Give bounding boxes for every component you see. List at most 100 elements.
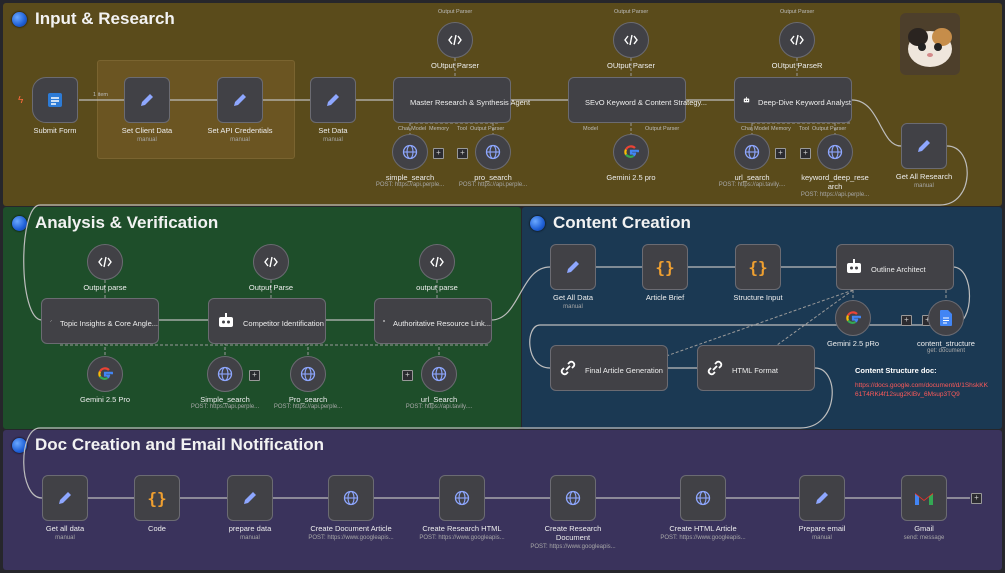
set-data-node[interactable]: Set Data manual: [310, 77, 356, 143]
get-all-research-node[interactable]: Get All Research manual: [896, 123, 952, 189]
code-icon: [264, 256, 278, 268]
node-sublabel: POST: https://www.googleapis...: [530, 544, 616, 550]
port-tag-chat-model: Chat Model: [741, 126, 770, 132]
add-memory-button[interactable]: +: [901, 315, 912, 326]
output-parser-node-1[interactable]: OUtput Parser: [431, 22, 479, 70]
node-label: Create Research HTML: [422, 524, 502, 533]
node-sublabel: POST: https://api.tavily....: [718, 182, 786, 188]
sevo-keyword-node[interactable]: SEvO Keyword & Content Strategy...: [568, 77, 707, 123]
link-icon: [707, 360, 723, 376]
url-search-node[interactable]: url_search POST: https://api.tavily....: [719, 134, 785, 188]
add-node-button[interactable]: +: [971, 493, 982, 504]
node-sublabel: manual: [55, 535, 75, 541]
simple-search-node[interactable]: simple_search POST: https://api.perple..…: [376, 134, 444, 188]
node-label: Outline Architect: [871, 264, 926, 274]
topic-insights-node[interactable]: Topic Insights & Core Angle...: [41, 298, 159, 344]
node-label: Code: [148, 524, 166, 533]
node-sublabel: manual: [812, 535, 832, 541]
create-document-article-node[interactable]: Create Document Article POST: https://ww…: [308, 475, 394, 541]
get-all-data-node[interactable]: Get All Data manual: [550, 244, 596, 310]
gemini-pro-node-2[interactable]: Gemini 2.5 pRo: [827, 300, 879, 348]
section-dot-icon: [12, 437, 27, 453]
node-label: Get all data: [45, 524, 85, 533]
node-label: keyword_deep_rese arch: [801, 173, 869, 191]
add-tool-button[interactable]: +: [800, 148, 811, 159]
node-label: Prepare email: [798, 524, 846, 533]
html-format-node[interactable]: HTML Format: [697, 345, 815, 391]
keyword-deep-research-node[interactable]: keyword_deep_rese arch POST: https://api…: [801, 134, 869, 198]
node-label: Create Research Document: [544, 524, 602, 542]
structure-input-node[interactable]: {} Structure Input: [733, 244, 783, 302]
node-label: SEvO Keyword & Content Strategy...: [585, 97, 707, 107]
port-tag: Output Parser: [780, 9, 815, 15]
pro-search-node-2[interactable]: Pro_search POST: https://api.perple...: [274, 356, 342, 410]
article-brief-node[interactable]: {} Article Brief: [642, 244, 688, 302]
submit-form-node[interactable]: Submit Form: [32, 77, 78, 135]
set-api-credentials-node[interactable]: Set API Credentials manual: [207, 77, 273, 143]
pencil-icon: [141, 94, 153, 106]
create-research-html-node[interactable]: Create Research HTML POST: https://www.g…: [419, 475, 505, 541]
competitor-identification-node[interactable]: Competitor Identification: [208, 298, 326, 344]
gmail-node[interactable]: Gmail send: message: [901, 475, 947, 541]
output-parser-node-2[interactable]: OUtput Parser: [607, 22, 655, 70]
google-docs-icon: [940, 310, 952, 326]
final-article-generation-node[interactable]: Final Article Generation: [550, 345, 668, 391]
code-icon: [448, 34, 462, 46]
pro-search-node[interactable]: pro_search POST: https://api.perple...: [459, 134, 527, 188]
add-tool-button[interactable]: +: [249, 370, 260, 381]
node-label: Gmail: [914, 524, 934, 533]
prepare-email-node[interactable]: Prepare email manual: [799, 475, 845, 541]
authoritative-resource-node[interactable]: Authoritative Resource Link...: [374, 298, 492, 344]
simple-search-node-2[interactable]: Simple_search POST: https://api.perple..…: [191, 356, 259, 410]
output-parse-node-2[interactable]: Output Parse: [249, 244, 293, 292]
gmail-icon: [914, 492, 934, 505]
add-memory-button[interactable]: +: [433, 148, 444, 159]
add-tool-button[interactable]: +: [457, 148, 468, 159]
node-label: output parse: [416, 283, 458, 292]
code-icon: [790, 34, 804, 46]
code-node[interactable]: {} Code: [134, 475, 180, 533]
add-tool-button[interactable]: +: [402, 370, 413, 381]
content-structure-node[interactable]: content_structure get: document: [917, 300, 975, 354]
get-all-data-node-2[interactable]: Get all data manual: [42, 475, 88, 541]
node-label: OUtput Parser: [607, 61, 655, 70]
node-label: Set Client Data: [121, 126, 173, 135]
node-label: Simple_search: [200, 395, 250, 404]
node-sublabel: POST: https://www.googleapis...: [419, 535, 505, 541]
node-label: OUtput ParseR: [771, 61, 823, 70]
pencil-icon: [567, 261, 579, 273]
prepare-data-node[interactable]: prepare data manual: [227, 475, 273, 541]
node-label: Structure Input: [733, 293, 783, 302]
port-tag-output-parser: Output Parser: [470, 126, 505, 132]
node-label: Gemini 2.5 Pro: [79, 395, 131, 404]
gemini-model-node[interactable]: Gemini 2.5 pro: [606, 134, 656, 182]
node-sublabel: POST: https://api.perple...: [190, 404, 260, 410]
create-html-article-node[interactable]: Create HTML Article POST: https://www.go…: [660, 475, 746, 541]
add-memory-button[interactable]: +: [775, 148, 786, 159]
output-parse-node-3[interactable]: output parse: [416, 244, 458, 292]
note-doc-link[interactable]: https://docs.google.com/document/d/1Shsk…: [855, 382, 988, 398]
gemini-pro-node[interactable]: Gemini 2.5 Pro: [80, 356, 130, 404]
deep-dive-keyword-node[interactable]: Deep-Dive Keyword Analyst: [734, 77, 852, 123]
url-search-node-2[interactable]: url_Search POST: https://api.tavily....: [406, 356, 472, 410]
globe-icon: [827, 144, 843, 160]
set-client-data-node[interactable]: Set Client Data manual: [122, 77, 172, 143]
node-label: Output parse: [83, 283, 127, 292]
section-title-analysis: Analysis & Verification: [12, 213, 218, 233]
output-parse-node-1[interactable]: Output parse: [83, 244, 127, 292]
form-icon: [48, 93, 62, 107]
section-dot-icon: [530, 215, 545, 231]
output-parser-node-3[interactable]: OUtput ParseR: [772, 22, 822, 70]
master-research-agent-node[interactable]: Master Research & Synthesis Agent: [393, 77, 530, 123]
edge-item-count: 1 item: [93, 92, 108, 98]
node-label: Get All Data: [552, 293, 594, 302]
create-research-document-node[interactable]: Create Research Document POST: https://w…: [530, 475, 616, 550]
braces-icon: {}: [147, 488, 167, 508]
node-label: OUtput Parser: [431, 61, 479, 70]
node-label: Output Parse: [248, 283, 294, 292]
node-sublabel: manual: [323, 137, 343, 143]
globe-icon: [431, 366, 447, 382]
robot-icon: [383, 320, 385, 322]
outline-architect-node[interactable]: Outline Architect: [836, 244, 954, 290]
